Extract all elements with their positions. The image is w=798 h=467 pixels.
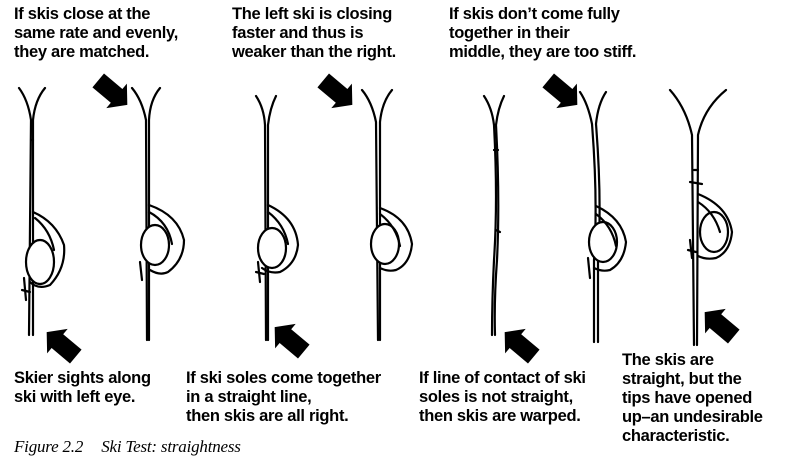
caption-line: up–an undesirable <box>622 408 763 426</box>
arrow-icon <box>264 314 315 364</box>
caption-line: The skis are <box>622 351 714 369</box>
ski-single-straight <box>360 88 414 342</box>
caption-line: same rate and evenly, <box>14 24 178 42</box>
arrow-icon <box>494 319 545 369</box>
arrow-icon <box>36 319 87 369</box>
caption-line: in a straight line, <box>186 388 312 406</box>
figure-title: Ski Test: straightness <box>101 437 241 456</box>
caption-sight: Skier sights along ski with left eye. <box>14 369 151 407</box>
caption-line: straight, but the <box>622 370 742 388</box>
ski-pair-warped <box>482 94 506 337</box>
ski-pair-opened <box>668 88 734 347</box>
caption-line: together in their <box>449 24 570 42</box>
caption-line: middle, they are too stiff. <box>449 43 637 61</box>
caption-line: tips have opened <box>622 389 752 407</box>
ski-single-warped <box>578 90 628 344</box>
caption-line: faster and thus is <box>232 24 364 42</box>
caption-left-weaker: The left ski is closing faster and thus … <box>232 5 396 62</box>
caption-line: soles is not straight, <box>419 388 573 406</box>
caption-warped: If line of contact of ski soles is not s… <box>419 369 586 426</box>
caption-line: If skis don’t come fully <box>449 5 620 23</box>
caption-line: characteristic. <box>622 427 730 445</box>
caption-line: weaker than the right. <box>232 43 396 61</box>
arrow-icon <box>312 68 363 118</box>
figure-caption: Figure 2.2 Ski Test: straightness <box>14 437 241 457</box>
caption-straight: If ski soles come together in a straight… <box>186 369 381 426</box>
caption-line: they are matched. <box>14 43 150 61</box>
caption-line: If skis close at the <box>14 5 151 23</box>
caption-line: If ski soles come together <box>186 369 381 387</box>
caption-line: then skis are warped. <box>419 407 581 425</box>
caption-line: Skier sights along <box>14 369 151 387</box>
arrow-icon <box>694 299 745 349</box>
caption-opened: The skis are straight, but the tips have… <box>622 351 763 446</box>
figure-label: Figure 2.2 <box>14 437 84 456</box>
caption-line: then skis are all right. <box>186 407 349 425</box>
caption-line: ski with left eye. <box>14 388 136 406</box>
caption-line: If line of contact of ski <box>419 369 586 387</box>
caption-line: The left ski is closing <box>232 5 392 23</box>
ski-pair-sighting <box>17 86 66 337</box>
caption-stiff: If skis don’t come fully together in the… <box>449 5 636 62</box>
caption-matched: If skis close at the same rate and evenl… <box>14 5 178 62</box>
arrow-icon <box>87 68 138 118</box>
ski-pair-straight <box>254 94 300 342</box>
ski-single-sighted <box>130 86 186 342</box>
